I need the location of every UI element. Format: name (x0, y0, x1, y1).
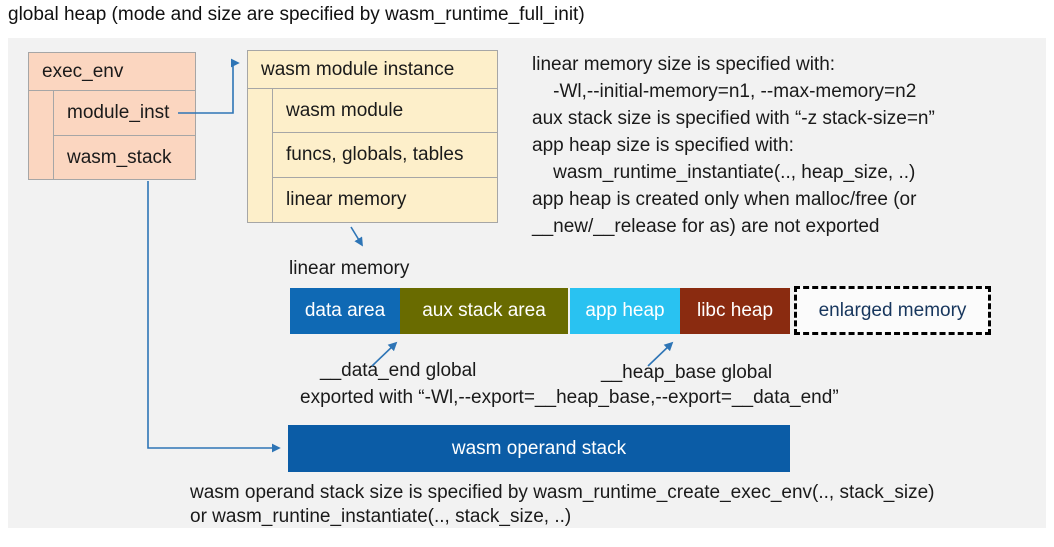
note-line: wasm operand stack size is specified by … (190, 482, 935, 503)
wasm-operand-stack-bar: wasm operand stack (288, 425, 790, 472)
exec-env-header: exec_env (29, 53, 195, 91)
memory-segment-data-area: data area (290, 288, 400, 334)
note-line: __new/__release for as) are not exported (532, 216, 880, 237)
page-title: global heap (mode and size are specified… (8, 4, 585, 25)
note-line: app heap is created only when malloc/fre… (532, 189, 917, 210)
module-instance-field-linear-memory: linear memory (272, 177, 498, 223)
note-line: aux stack size is specified with “-z sta… (532, 108, 935, 129)
notes-right: linear memory size is specified with: -W… (532, 51, 935, 240)
note-line: linear memory size is specified with: (532, 54, 836, 75)
memory-segment-aux-stack-area: aux stack area (400, 288, 568, 334)
note-line: or wasm_runtine_instantiate(.., stack_si… (190, 506, 572, 527)
module-instance-field-funcs-globals-tables: funcs, globals, tables (272, 132, 498, 178)
memory-segment-enlarged-memory: enlarged memory (794, 286, 991, 335)
heap-base-global-label: __heap_base global (601, 362, 773, 383)
note-line: -Wl,--initial-memory=n1, --max-memory=n2 (532, 81, 917, 102)
linear-memory-label: linear memory (289, 258, 410, 279)
memory-segment-app-heap: app heap (570, 288, 680, 334)
export-note-label: exported with “-Wl,--export=__heap_base,… (300, 387, 839, 408)
operand-stack-notes: wasm operand stack size is specified by … (190, 481, 935, 529)
data-end-global-label: __data_end global (320, 360, 477, 381)
module-instance-header: wasm module instance (248, 51, 497, 89)
memory-segment-libc-heap: libc heap (680, 288, 790, 334)
exec-env-field-wasm-stack: wasm_stack (53, 135, 196, 180)
module-instance-field-wasm-module: wasm module (272, 88, 498, 133)
exec-env-field-module-inst: module_inst (53, 90, 196, 136)
note-line: app heap size is specified with: (532, 135, 794, 156)
note-line: wasm_runtime_instantiate(.., heap_size, … (532, 162, 916, 183)
